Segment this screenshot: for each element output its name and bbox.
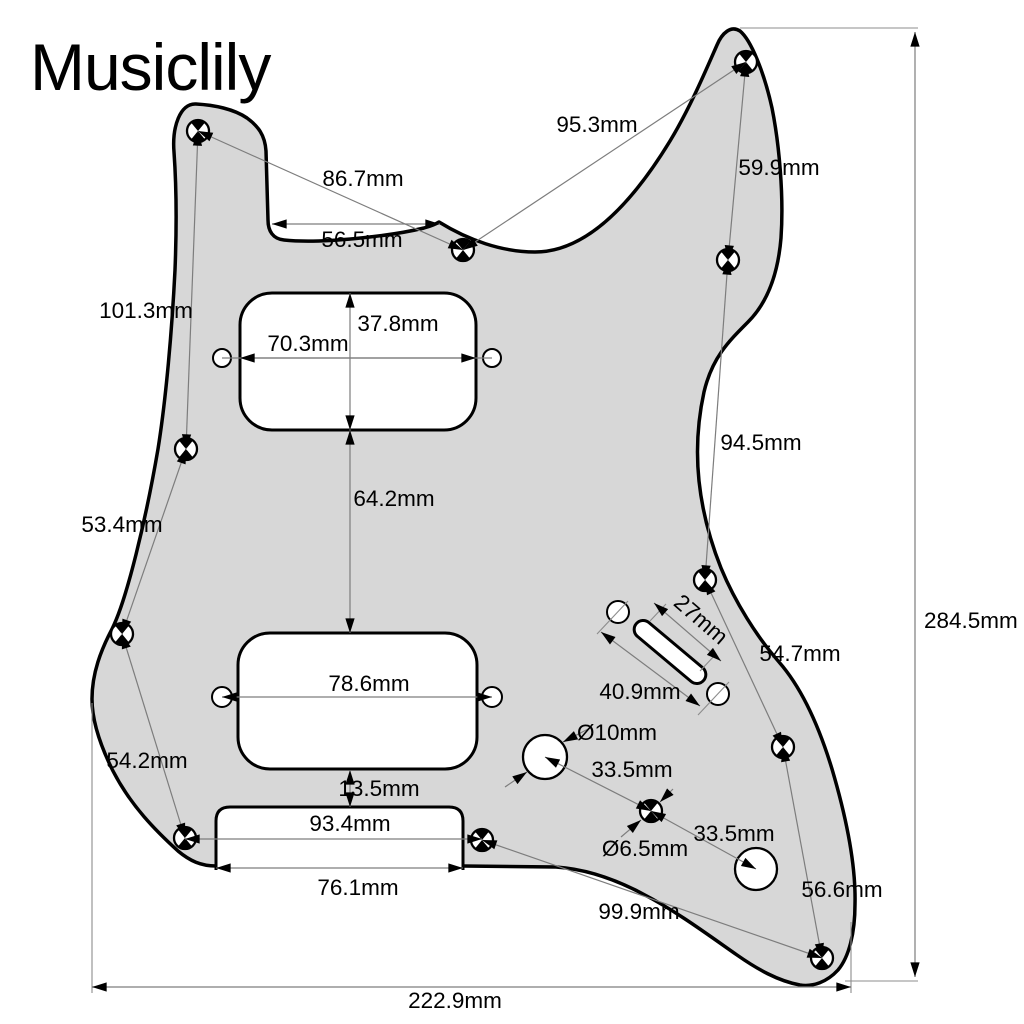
dim-label: 54.2mm — [106, 748, 187, 773]
dim-label: 56.6mm — [801, 877, 882, 902]
dim-label: 33.5mm — [591, 757, 672, 782]
dim-label: 94.5mm — [720, 430, 801, 455]
dim-label: 284.5mm — [924, 608, 1018, 633]
dim-line-95-3 — [462, 61, 747, 251]
brand-logo: Musiclily — [30, 30, 271, 104]
dim-label: 93.4mm — [309, 811, 390, 836]
dim-line-53-4 — [121, 448, 187, 635]
dim-label: 222.9mm — [408, 988, 502, 1013]
dim-line-101-3 — [181, 130, 203, 450]
leader-dia10-b — [504, 771, 528, 788]
dim-label: 70.3mm — [267, 331, 348, 356]
dim-label: 53.4mm — [81, 512, 162, 537]
dim-line-59-9 — [724, 61, 750, 261]
dim-label: 37.8mm — [357, 311, 438, 336]
dim-label: 59.9mm — [738, 155, 819, 180]
dim-line-99-9 — [481, 839, 823, 959]
dim-label: 99.9mm — [598, 899, 679, 924]
dimension-labels: 86.7mm 56.5mm 95.3mm 59.9mm 101.3mm 37.8… — [81, 112, 1017, 1013]
leader-dia65-a — [659, 788, 674, 803]
extension-lines — [91, 27, 918, 993]
dim-line-33-5-b — [650, 810, 757, 870]
dim-label: 56.5mm — [321, 227, 402, 252]
leader-dia10-a — [562, 726, 593, 743]
dim-label: 13.5mm — [338, 776, 419, 801]
dim-label: Ø10mm — [577, 720, 657, 745]
dim-label: 64.2mm — [353, 486, 434, 511]
dim-line-40-9 — [600, 631, 701, 707]
dim-label: Ø6.5mm — [602, 836, 688, 861]
dimension-lines — [91, 32, 920, 992]
dim-line-86-7 — [197, 130, 464, 251]
bridge-pickup-cutout — [236, 631, 479, 771]
dim-label: 101.3mm — [99, 298, 193, 323]
dim-label: 78.6mm — [328, 671, 409, 696]
dim-label: 76.1mm — [317, 875, 398, 900]
dim-line-54-2 — [121, 633, 186, 839]
dim-label: 95.3mm — [556, 112, 637, 137]
dim-label: 86.7mm — [322, 166, 403, 191]
dim-label: 33.5mm — [693, 821, 774, 846]
dim-label: 54.7mm — [759, 641, 840, 666]
dim-label: 40.9mm — [599, 679, 680, 704]
leader-dia65-b — [620, 819, 642, 838]
dim-line-94-5 — [701, 259, 732, 581]
dim-line-33-5-a — [544, 756, 652, 812]
